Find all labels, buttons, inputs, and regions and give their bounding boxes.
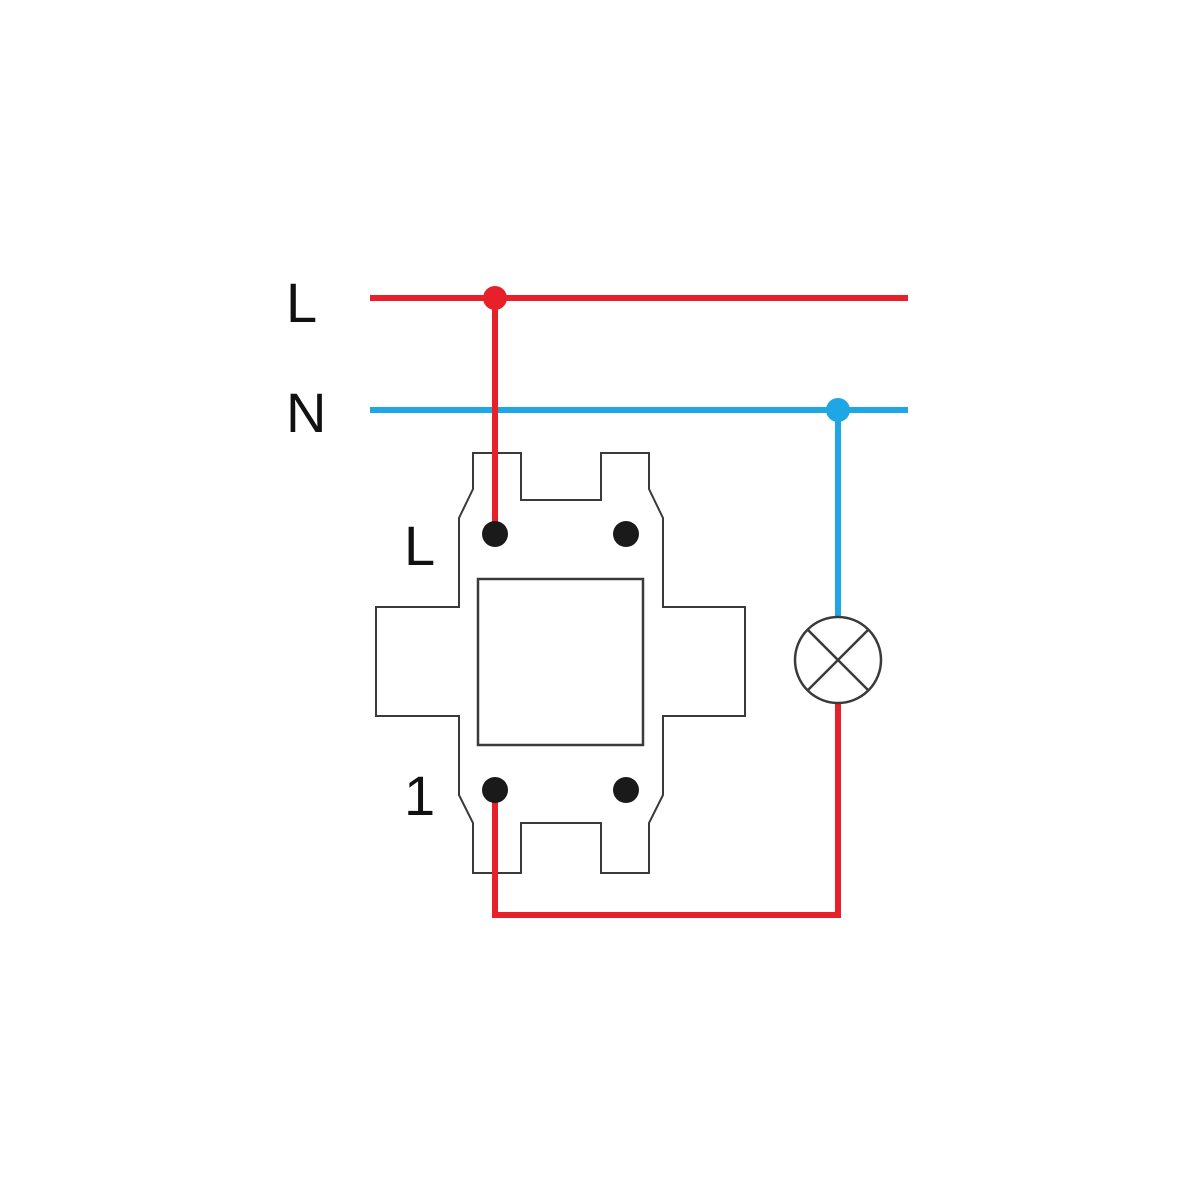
neutral-bus-label: N xyxy=(286,381,326,444)
switch-input-terminal-label: L xyxy=(404,514,435,577)
neutral-junction-dot xyxy=(826,398,850,422)
switch-output-terminal-label: 1 xyxy=(404,764,435,827)
switch-terminal-top-right xyxy=(613,521,639,547)
live-bus-label: L xyxy=(286,271,317,334)
switch-rocker xyxy=(476,577,645,747)
live-junction-dot xyxy=(483,286,507,310)
switch-terminal-bottom-right xyxy=(613,777,639,803)
switched-live-wire xyxy=(492,703,841,918)
switch-terminal-input xyxy=(482,521,508,547)
switch-terminal-output xyxy=(482,777,508,803)
switch-body-outline xyxy=(375,452,746,874)
lamp-icon xyxy=(793,615,883,705)
